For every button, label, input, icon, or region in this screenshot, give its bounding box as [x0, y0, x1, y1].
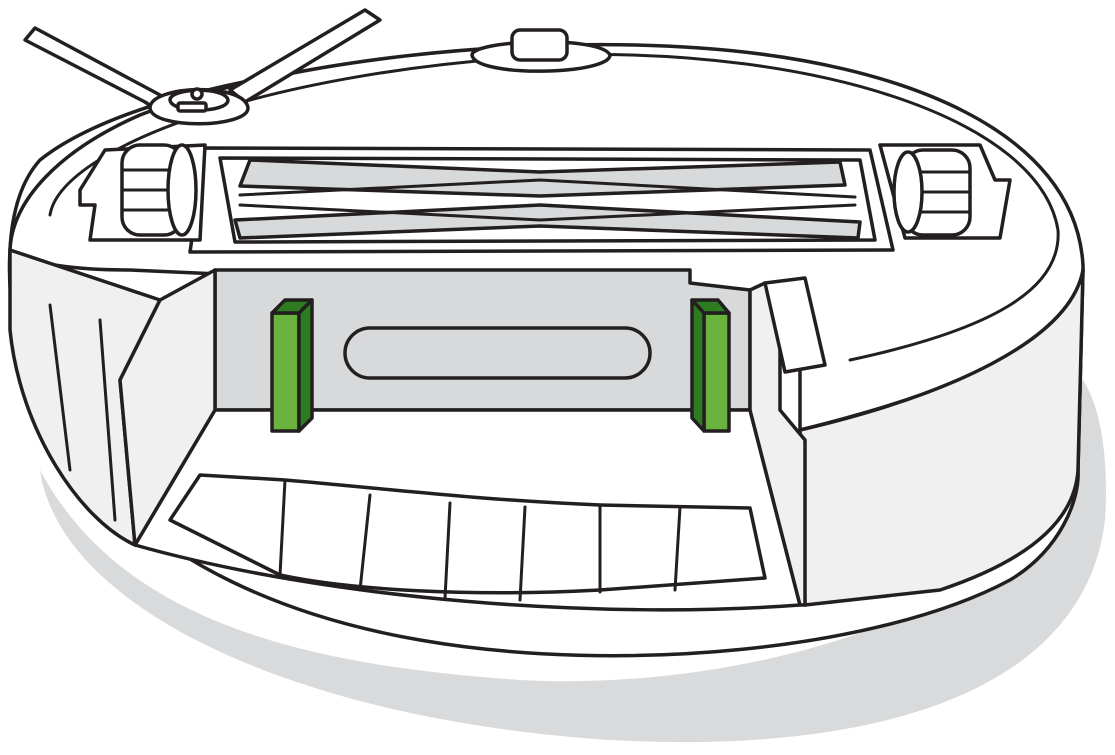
- bin-sensor-right: [690, 298, 731, 433]
- front-caster: [470, 28, 612, 73]
- right-wheel: [878, 143, 1012, 240]
- floor-grille-dividers: [278, 478, 682, 602]
- side-brush: [23, 8, 382, 126]
- cavity-left-wall: [118, 268, 217, 547]
- left-wheel: [78, 143, 207, 242]
- right-side-panel: [798, 268, 1085, 607]
- left-side-divider: [48, 303, 117, 522]
- top-rim-line: [48, 53, 1060, 362]
- bin-latch: [763, 276, 827, 374]
- floor-shadow: [40, 370, 1106, 743]
- filter-slot: [343, 326, 652, 380]
- floor-grille: [168, 473, 767, 595]
- bin-sensor-left: [270, 298, 314, 433]
- brush-center: [238, 178, 857, 222]
